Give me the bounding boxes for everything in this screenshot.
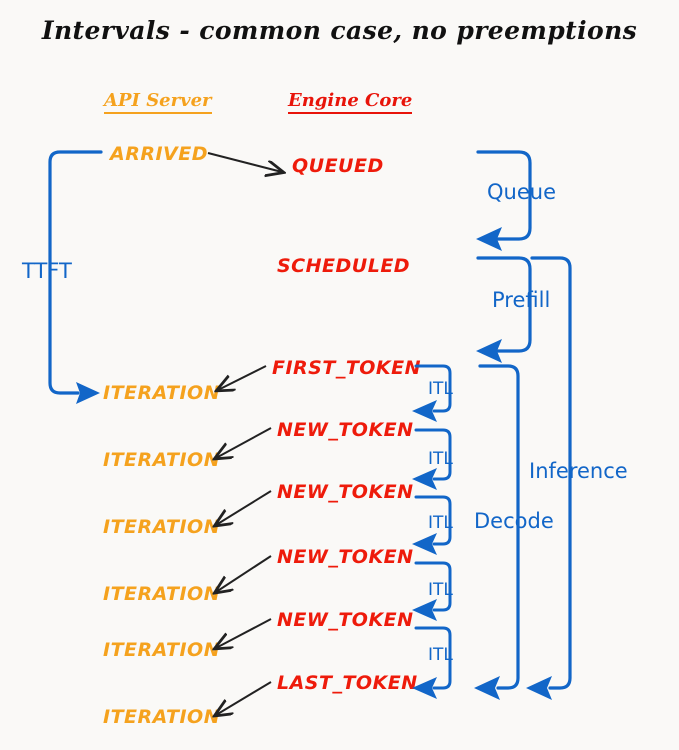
interval-label-itl: ITL bbox=[428, 449, 453, 469]
state-new-token: NEW_TOKEN bbox=[277, 609, 414, 631]
state-iteration: ITERATION bbox=[103, 449, 221, 471]
state-scheduled: SCHEDULED bbox=[277, 255, 411, 277]
state-first-token: FIRST_TOKEN bbox=[272, 357, 422, 379]
arrow-new-token-to-iteration bbox=[216, 490, 272, 525]
state-iteration: ITERATION bbox=[103, 583, 221, 605]
bracket-decode bbox=[474, 364, 520, 700]
interval-label-itl: ITL bbox=[428, 379, 453, 399]
interval-label-ttft: TTFT bbox=[22, 259, 72, 283]
arrow-new-token-to-iteration bbox=[216, 427, 272, 458]
column-header-engine-core: Engine Core bbox=[288, 90, 413, 114]
state-new-token: NEW_TOKEN bbox=[277, 419, 414, 441]
state-iteration: ITERATION bbox=[103, 382, 221, 404]
interval-label-inference: Inference bbox=[529, 459, 628, 483]
state-iteration: ITERATION bbox=[103, 706, 221, 728]
state-new-token: NEW_TOKEN bbox=[277, 546, 414, 568]
state-new-token: NEW_TOKEN bbox=[277, 481, 414, 503]
state-last-token: LAST_TOKEN bbox=[277, 672, 418, 694]
interval-label-prefill: Prefill bbox=[492, 288, 551, 312]
arrow-last-token-to-iteration bbox=[216, 681, 272, 715]
page-title: Intervals - common case, no preemptions bbox=[41, 16, 638, 45]
arrow-new-token-to-iteration bbox=[216, 618, 272, 648]
arrow-new-token-to-iteration bbox=[216, 555, 272, 592]
interval-label-itl: ITL bbox=[428, 513, 453, 533]
interval-label-queue: Queue bbox=[487, 180, 556, 204]
state-queued: QUEUED bbox=[292, 155, 384, 177]
state-arrived: ARRIVED bbox=[110, 143, 208, 165]
arrow-arrived-to-queued bbox=[207, 152, 282, 172]
interval-label-itl: ITL bbox=[428, 580, 453, 600]
state-iteration: ITERATION bbox=[103, 639, 221, 661]
state-iteration: ITERATION bbox=[103, 516, 221, 538]
interval-label-itl: ITL bbox=[428, 645, 453, 665]
column-header-api-server: API Server bbox=[104, 90, 212, 114]
interval-label-decode: Decode bbox=[474, 509, 554, 533]
arrow-first-token-to-iteration bbox=[218, 365, 267, 390]
